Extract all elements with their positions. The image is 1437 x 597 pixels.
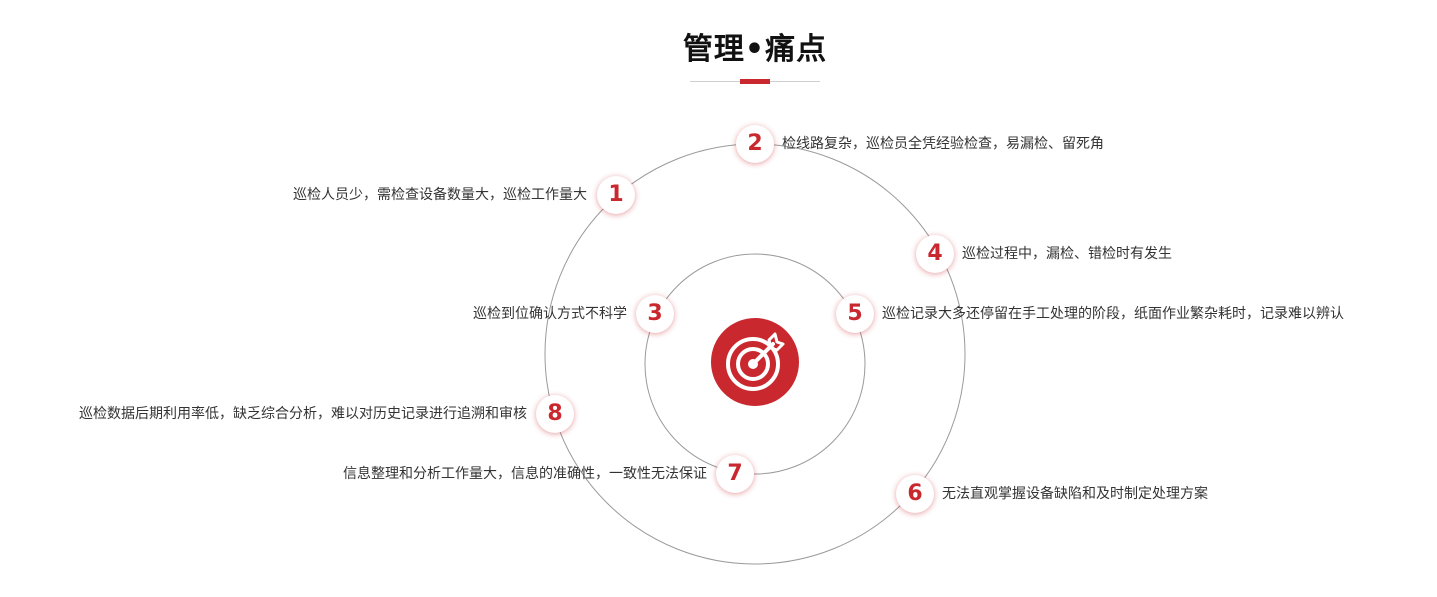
point-1-text: 巡检人员少，需检查设备数量大，巡检工作量大 <box>293 187 587 203</box>
center-circle <box>711 318 799 406</box>
point-4-text: 巡检过程中，漏检、错检时有发生 <box>962 246 1172 262</box>
point-6-text: 无法直观掌握设备缺陷和及时制定处理方案 <box>942 486 1208 502</box>
badge-3: 3 <box>636 295 674 333</box>
point-3-text: 巡检到位确认方式不科学 <box>473 306 627 322</box>
badge-8: 8 <box>536 395 574 433</box>
target-arrow-icon <box>726 332 785 391</box>
badge-5: 5 <box>836 295 874 333</box>
badge-4: 4 <box>916 235 954 273</box>
badge-7: 7 <box>716 455 754 493</box>
point-7-text: 信息整理和分析工作量大，信息的准确性，一致性无法保证 <box>343 466 707 482</box>
point-8-text: 巡检数据后期利用率低，缺乏综合分析，难以对历史记录进行追溯和审核 <box>79 406 527 422</box>
inner-ring <box>644 253 866 475</box>
badge-2: 2 <box>736 125 774 163</box>
badge-1: 1 <box>597 176 635 214</box>
title-accent-bar <box>740 79 770 84</box>
page-title: 管理•痛点 <box>682 32 828 67</box>
badge-6: 6 <box>896 475 934 513</box>
point-5-text: 巡检记录大多还停留在手工处理的阶段，纸面作业繁杂耗时，记录难以辨认 <box>882 306 1344 322</box>
point-2-text: 检线路复杂，巡检员全凭经验检查，易漏检、留死角 <box>782 136 1104 152</box>
